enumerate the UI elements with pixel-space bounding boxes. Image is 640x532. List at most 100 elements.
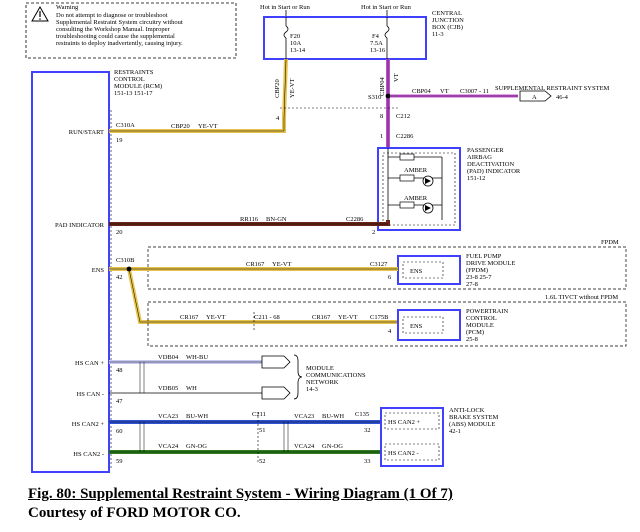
wire-color: WH-BU — [186, 354, 208, 361]
cjb-label: CENTRAL — [432, 10, 462, 17]
fpdm-module — [397, 255, 461, 285]
pcm-label: POWERTRAIN — [466, 308, 509, 315]
pcm-ens: ENS — [410, 323, 423, 330]
connector-c2286: C2286 — [396, 133, 414, 140]
srs-ref-flag — [519, 90, 552, 102]
connector-c175b: C175B — [370, 314, 389, 321]
pin-number: 8 — [380, 113, 383, 120]
wire-color: BU-WH — [322, 413, 344, 420]
pad-label: 151-12 — [467, 175, 485, 182]
pin-number: 20 — [116, 229, 123, 236]
wire-label: CR167 — [246, 261, 265, 268]
fpdm-label: DRIVE MODULE — [466, 260, 515, 267]
pin-number: 42 — [116, 274, 123, 281]
fpdm-label: (FPDM) — [466, 267, 488, 274]
connector-c212: C212 — [396, 113, 410, 120]
abs-pin-hs-can2-minus: HS CAN2 - — [388, 450, 419, 457]
figure-caption: Fig. 80: Supplemental Restraint System -… — [28, 486, 453, 502]
wire-color: YE-VT — [206, 314, 226, 321]
pin-number: 59 — [116, 458, 123, 465]
abs-pin-hs-can2-plus: HS CAN2 + — [388, 419, 421, 426]
network-label: 14-3 — [306, 386, 318, 393]
pin-number: 6 — [388, 274, 392, 281]
led-icon — [422, 202, 434, 214]
figure-credit: Courtesy of FORD MOTOR CO. — [28, 505, 241, 521]
fuse-f20-rating: 10A — [290, 40, 302, 47]
pin-number: 2 — [372, 229, 375, 236]
pcm-label: MODULE — [466, 322, 494, 329]
pin-number: 33 — [364, 458, 371, 465]
wire-label: VDB04 — [158, 354, 179, 361]
abs-label: 42-1 — [449, 428, 461, 435]
abs-label: (ABS) MODULE — [449, 421, 495, 428]
wire-label: VDB05 — [158, 385, 178, 392]
fpdm-label: 27-8 — [466, 281, 478, 288]
cjb-label: BOX (CJB) — [432, 24, 463, 31]
fuse-f20-label: F20 — [290, 33, 300, 40]
warning-box — [25, 2, 237, 59]
warning-icon — [31, 5, 49, 22]
pad-label: PASSENGER — [467, 147, 504, 154]
fpdm-ens: ENS — [410, 268, 423, 275]
wire-label: VCA23 — [294, 413, 314, 420]
resistor-icon — [399, 174, 415, 182]
pcm-region-label: 1.6L TIVCT without FPDM — [545, 294, 618, 301]
power-label-f20: Hot in Start or Run — [260, 4, 311, 11]
wire-color: GN-OG — [322, 443, 343, 450]
pin-number: 60 — [116, 428, 123, 435]
pad-label: AIRBAG — [467, 154, 492, 161]
pin-number: 47 — [116, 398, 123, 405]
wire-color: YE-VT — [198, 123, 218, 130]
wire-label: VCA23 — [158, 413, 178, 420]
wire-color: YE-VT — [272, 261, 292, 268]
wire-color: BN-GN — [266, 216, 287, 223]
resistor-icon — [399, 201, 415, 209]
wire-label: CR167 — [180, 314, 199, 321]
pin-hs-can2-minus: HS CAN2 - — [73, 451, 104, 458]
warning-line: troubleshooting could cause the suppleme… — [56, 33, 175, 40]
pin-run-start: RUN/START — [69, 129, 104, 136]
power-label-f4: Hot in Start or Run — [361, 4, 412, 11]
connector-c2286: C2286 — [346, 216, 364, 223]
warning-title: Warning — [56, 4, 79, 11]
wire-label: VCA24 — [294, 443, 315, 450]
warning-line: Do not attempt to diagnose or troublesho… — [56, 12, 168, 19]
wire-color: BU-WH — [186, 413, 208, 420]
cjb-label: JUNCTION — [432, 17, 464, 24]
fuse-f4-ref: 13-16 — [370, 47, 386, 54]
pin-number: 48 — [116, 367, 123, 374]
pin-number: 51 — [259, 427, 266, 434]
cjb-module — [263, 16, 427, 60]
wire-color: VT — [440, 88, 449, 95]
rcm-label: CONTROL — [114, 76, 145, 83]
pin-hs-can2-plus: HS CAN2 + — [72, 421, 105, 428]
network-brace — [293, 354, 303, 400]
pin-hs-can-plus: HS CAN + — [75, 360, 104, 367]
fuse-f4-rating: 7.5A — [370, 40, 383, 47]
resistor-icon — [399, 153, 415, 161]
connector-s310: S310 — [368, 94, 381, 101]
pad-amber-label: AMBER — [404, 167, 428, 174]
wire-color: YE-VT — [338, 314, 358, 321]
connector-c310b: C310B — [116, 257, 135, 264]
pin-number: 4 — [388, 328, 392, 335]
connector-c135: C135 — [355, 411, 369, 418]
wire-color: YE-VT — [289, 78, 296, 98]
pcm-label: (PCM) — [466, 329, 484, 336]
abs-label: BRAKE SYSTEM — [449, 414, 499, 421]
pcm-module — [397, 309, 461, 341]
splice-s310 — [385, 93, 391, 99]
wire-color: WH — [186, 385, 197, 392]
fuse-f20-symbol — [283, 17, 289, 59]
network-arrow-icon — [261, 355, 291, 369]
connector-c3007: C3007 - 11 — [460, 88, 489, 95]
pin-number: 52 — [259, 458, 266, 465]
network-label: NETWORK — [306, 379, 339, 386]
network-label: COMMUNICATIONS — [306, 372, 366, 379]
pad-label: DEACTIVATION — [467, 161, 514, 168]
pin-number: 1 — [380, 133, 383, 140]
warning-line: restraints to deploy inadvertently, caus… — [56, 40, 183, 47]
wire-label: CBP20 — [274, 79, 281, 98]
fpdm-region-label: FPDM — [601, 239, 619, 246]
